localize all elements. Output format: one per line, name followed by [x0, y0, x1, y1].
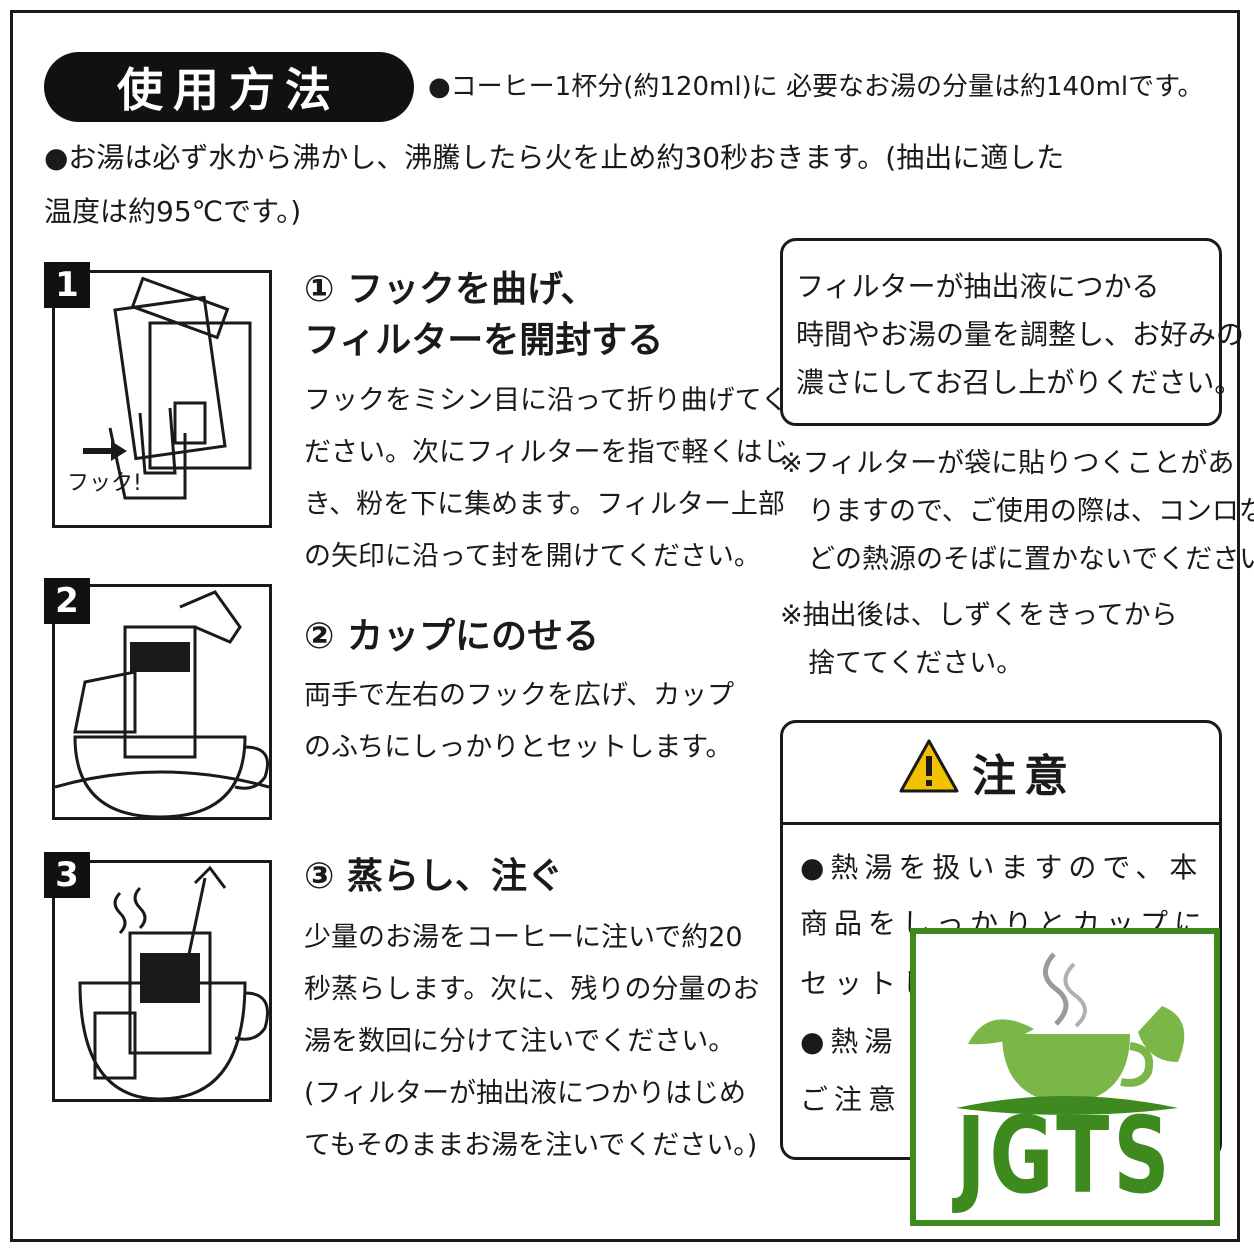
step1-body-line1: フックをミシン目に沿って折り曲げてく — [304, 385, 788, 416]
caution-divider — [783, 822, 1219, 825]
hook-label: フック! — [67, 471, 142, 496]
note1-line1: ※フィルターが袋に貼りつくことがあ — [780, 448, 1235, 479]
caution-line1: ●熱湯を扱いますので、本 — [800, 851, 1204, 884]
step1-illustration: フック! — [52, 270, 272, 528]
tip-line1: フィルターが抽出液につかる — [796, 270, 1160, 303]
step1-heading-line1: ① フックを曲げ、 — [304, 269, 597, 310]
step3-illustration — [52, 860, 272, 1102]
step2-illustration — [52, 584, 272, 820]
step1-number-badge: 1 — [44, 262, 90, 308]
tip-line2: 時間やお湯の量を調整し、お好みの — [796, 318, 1245, 351]
jgts-logo-text: JGTS — [956, 1096, 1174, 1218]
step1-body-line3: き、粉を下に集めます。フィルター上部 — [304, 489, 785, 520]
note1-line2: りますので、ご使用の際は、コンロな — [808, 496, 1254, 527]
caution-title: 注意 — [972, 751, 1076, 802]
caution-line5: ご注意 — [800, 1083, 903, 1116]
note2-line2: 捨ててください。 — [808, 648, 1024, 679]
header-note-cup-amount: ●コーヒー1杯分(約120ml)に 必要なお湯の分量は約140mlです。 — [428, 72, 1204, 102]
step3-body-line5: てもそのままお湯を注いでください。) — [304, 1130, 758, 1161]
tip-line3: 濃さにしてお召し上がりください。 — [796, 366, 1243, 399]
header-note-water-line1: ●お湯は必ず水から沸かし、沸騰したら火を止め約30秒おきます。(抽出に適した — [44, 141, 1065, 174]
step3-body-line1: 少量のお湯をコーヒーに注いで約20 — [304, 922, 743, 953]
jgts-logo: JGTS — [910, 928, 1220, 1226]
header-note-water-line2: 温度は約95℃です。) — [44, 195, 302, 228]
step3-body-line4: (フィルターが抽出液につかりはじめ — [304, 1078, 746, 1109]
step1-body-line2: ださい。次にフィルターを指で軽くはじ — [304, 437, 790, 468]
step1-heading-line2: フィルターを開封する — [304, 320, 664, 361]
tip-box — [780, 238, 1222, 426]
step2-body-line2: のふちにしっかりとセットします。 — [304, 732, 733, 763]
caution-line4: ●熱湯 — [800, 1025, 899, 1058]
step3-body-line3: 湯を数回に分けて注いでください。 — [304, 1026, 736, 1057]
instruction-panel-frame — [10, 10, 1240, 1242]
step3-heading: ③ 蒸らし、注ぐ — [304, 856, 564, 897]
step3-number-badge: 3 — [44, 852, 90, 898]
pouring-water-illustration — [78, 865, 269, 1101]
step2-body-line1: 両手で左右のフックを広げ、カップ — [304, 680, 735, 711]
step1-body-line4: の矢印に沿って封を開けてください。 — [304, 541, 761, 572]
filter-on-cup-illustration — [54, 590, 270, 819]
warning-triangle-icon — [899, 739, 959, 793]
caution-line3: セットし — [800, 967, 937, 1000]
step2-number-badge: 2 — [44, 578, 90, 624]
filter-hook-illustration — [83, 276, 252, 500]
tea-cup-logo-icon — [956, 952, 1185, 1115]
note2-line1: ※抽出後は、しずくをきってから — [780, 600, 1178, 631]
usage-title-pill: 使用方法 — [44, 52, 414, 122]
note1-line3: どの熱源のそばに置かないでください。 — [808, 544, 1254, 575]
step2-heading: ② カップにのせる — [304, 616, 600, 657]
step3-body-line2: 秒蒸らします。次に、残りの分量のお — [304, 974, 760, 1005]
